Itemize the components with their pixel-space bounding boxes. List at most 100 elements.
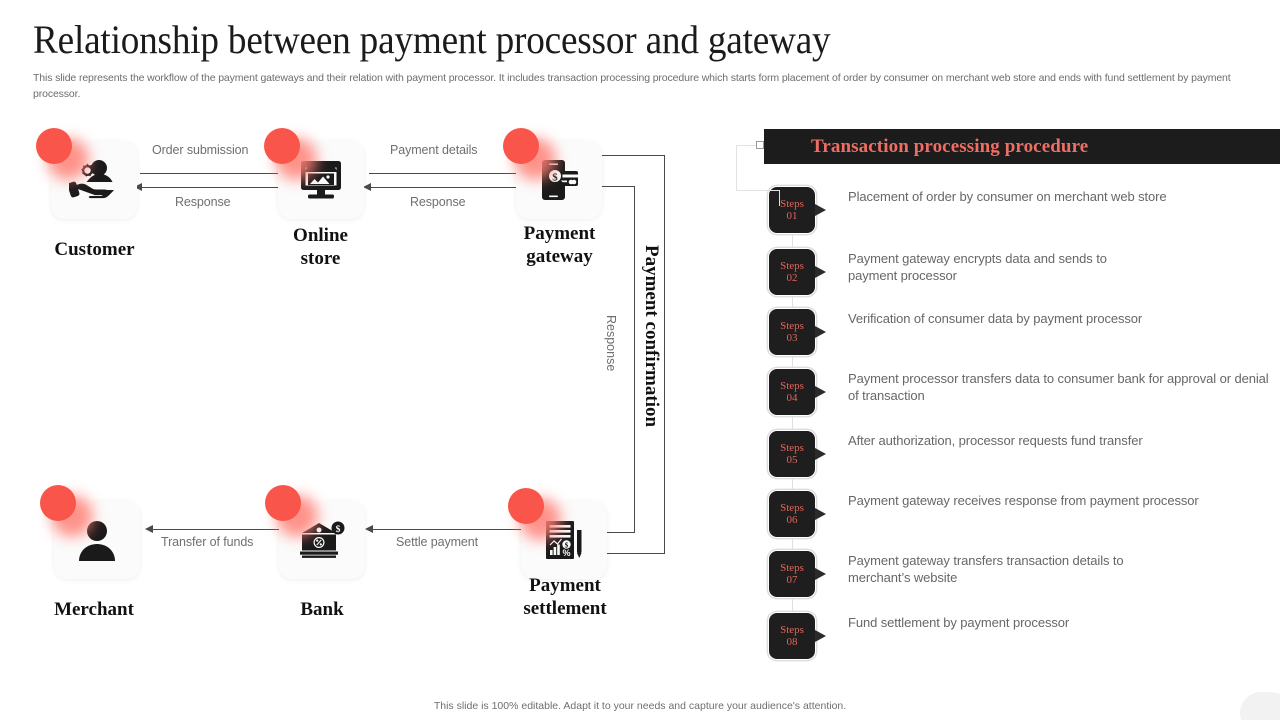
edge-label-response-store: Response [175,195,231,209]
step-item-02[interactable]: Steps 02 Payment gateway encrypts data a… [768,248,1148,296]
step-pointer-icon [815,568,826,580]
steps-connector-track [792,200,793,640]
node-label-line2: settlement [523,598,607,619]
step-text: Payment gateway receives response from p… [848,493,1199,508]
node-label-merchant: Merchant [54,599,134,620]
arrowhead-settle-payment [365,524,373,533]
connector-response-settlement-bottom [585,532,634,534]
panel-header-bar: Transaction processing procedure [764,129,1280,164]
step-text: Payment gateway transfers transaction de… [848,553,1124,585]
step-number: 04 [786,391,798,404]
step-badge-08: Steps 08 [768,612,826,660]
step-pointer-icon [815,630,826,642]
arrowhead-response-gateway [363,182,371,191]
edge-label-transfer-of-funds: Transfer of funds [161,535,254,549]
step-pointer-icon [815,204,826,216]
step-number: 06 [786,513,798,526]
step-item-01[interactable]: Steps 01 Placement of order by consumer … [768,186,1167,234]
step-text: After authorization, processor requests … [848,433,1143,448]
invoice-chart-icon: $ % [541,518,587,562]
edge-label-order-submission: Order submission [152,143,249,157]
step-number: 02 [786,271,798,284]
selection-handle[interactable] [756,141,764,149]
step-item-05[interactable]: Steps 05 After authorization, processor … [768,430,1143,478]
person-icon [75,519,119,561]
connector-response-gateway [369,187,521,189]
step-badge-06: Steps 06 [768,490,826,538]
connector-confirmation-vertical [663,155,665,554]
svg-text:%: % [562,548,570,558]
connector-order-submission [140,173,284,175]
step-item-04[interactable]: Steps 04 Payment processor transfers dat… [768,368,1278,416]
icon-card-merchant[interactable] [54,501,140,579]
connector-settle-payment [371,529,521,531]
desktop-storefront-icon [297,157,345,203]
selection-guide [736,145,737,191]
node-label-line1: Payment [523,223,596,244]
step-item-03[interactable]: Steps 03 Verification of consumer data b… [768,308,1142,356]
step-badge-07: Steps 07 [768,550,826,598]
step-item-07[interactable]: Steps 07 Payment gateway transfers trans… [768,550,1168,598]
edge-label-payment-confirmation: Payment confirmation [641,245,662,428]
selection-guide [779,190,780,206]
icon-card-online-store[interactable] [278,141,364,219]
step-pointer-icon [815,266,826,278]
svg-text:$: $ [336,524,341,535]
selection-guide [736,145,758,146]
step-number: 01 [786,209,798,222]
step-text: Payment gateway encrypts data and sends … [848,251,1107,283]
page-subtitle: This slide represents the workflow of th… [33,72,1231,100]
svg-text:$: $ [552,171,558,183]
step-word: Steps [780,319,804,332]
connector-response-settlement-vertical [633,186,635,533]
panel-title: Transaction processing procedure [811,135,1089,157]
connector-transfer-of-funds [151,529,284,531]
step-badge-02: Steps 02 [768,248,826,296]
icon-card-bank[interactable]: $ [279,501,365,579]
step-badge-03: Steps 03 [768,308,826,356]
step-item-06[interactable]: Steps 06 Payment gateway receives respon… [768,490,1199,538]
edge-label-settle-payment: Settle payment [396,535,478,549]
step-word: Steps [780,441,804,454]
mobile-card-payment-icon: $ [535,157,583,203]
step-pointer-icon [815,508,826,520]
node-label-bank: Bank [300,599,344,620]
node-label-payment-gateway: Payment gateway [487,222,632,268]
edge-label-payment-details: Payment details [390,143,478,157]
corner-decoration-icon [1240,692,1280,720]
connector-response-settlement-top [600,186,635,188]
connector-response-store [140,187,284,189]
arrowhead-response-store [134,182,142,191]
node-label-line2: gateway [526,246,593,267]
step-pointer-icon [815,386,826,398]
icon-card-payment-settlement[interactable]: $ % [521,501,607,579]
arrowhead-transfer-of-funds [145,524,153,533]
edge-label-response-gateway: Response [410,195,466,209]
step-number: 07 [786,573,798,586]
node-label-online-store: Online store [248,224,393,270]
node-label-line1: Payment [529,575,601,596]
selection-guide [736,190,780,191]
step-text: Payment processor transfers data to cons… [848,371,1269,403]
transaction-procedure-panel: Transaction processing procedure Steps 0… [735,0,1280,720]
icon-card-payment-gateway[interactable]: $ [516,141,602,219]
step-word: Steps [780,501,804,514]
connector-confirmation-top [600,155,665,157]
bank-building-icon: $ [298,518,346,562]
step-word: Steps [780,379,804,392]
step-number: 05 [786,453,798,466]
step-badge-04: Steps 04 [768,368,826,416]
step-text: Placement of order by consumer on mercha… [848,189,1167,204]
edge-label-response-settlement: Response [604,315,618,372]
step-text: Verification of consumer data by payment… [848,311,1143,326]
page-title: Relationship between payment processor a… [33,17,831,62]
svg-text:$: $ [565,540,569,549]
footer-note: This slide is 100% editable. Adapt it to… [433,700,847,712]
step-item-08[interactable]: Steps 08 Fund settlement by payment proc… [768,612,1069,660]
step-word: Steps [780,561,804,574]
step-word: Steps [780,623,804,636]
step-badge-05: Steps 05 [768,430,826,478]
icon-card-customer[interactable] [51,141,137,219]
step-number: 08 [786,635,798,648]
